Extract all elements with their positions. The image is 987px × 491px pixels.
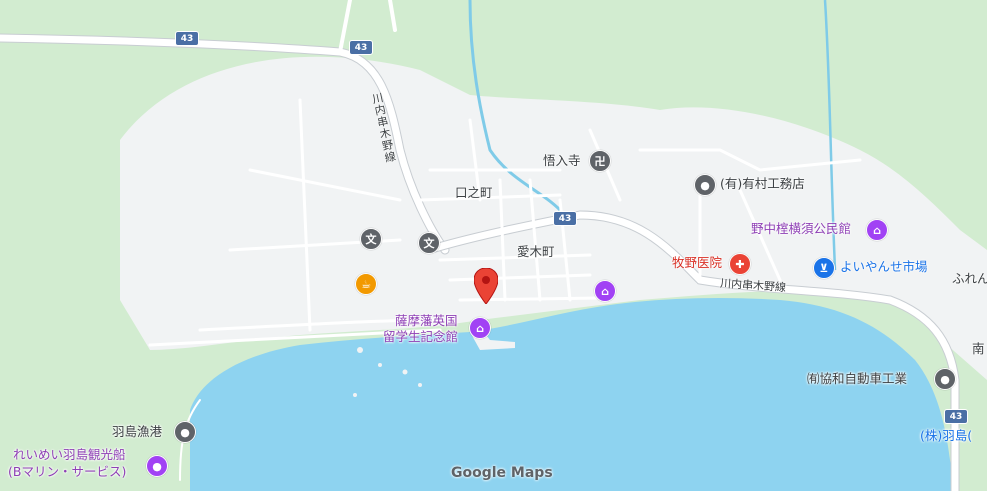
- poi-label-reimei-line1[interactable]: れいめい羽島観光船: [13, 447, 126, 462]
- location-marker-icon[interactable]: [474, 268, 498, 304]
- poi-label-reimei-line2[interactable]: (Bマリン・サービス): [8, 464, 127, 479]
- school-icon[interactable]: 文: [360, 228, 382, 250]
- area-label-kuchinomachi: 口之町: [455, 185, 493, 200]
- poi-label-museum-line1[interactable]: 薩摩藩英国: [395, 313, 458, 328]
- edge-label-fure: ふれん: [952, 271, 987, 286]
- route-43-shield-center: 43: [553, 211, 577, 226]
- place-dot-icon[interactable]: ●: [934, 368, 956, 390]
- cafe-icon[interactable]: ☕: [355, 273, 377, 295]
- shopping-cart-icon[interactable]: ⊻: [813, 257, 835, 279]
- route-43-shield-west: 43: [175, 31, 199, 46]
- manji-icon[interactable]: 卍: [589, 150, 611, 172]
- place-dot-icon[interactable]: ●: [694, 174, 716, 196]
- poi-label-makino-clinic[interactable]: 牧野医院: [672, 255, 723, 270]
- poi-label-kyowa[interactable]: ㈲協和自動車工業: [807, 371, 908, 386]
- poi-label-hashima-co[interactable]: (株)羽島(: [920, 428, 973, 443]
- route-43-shield-north: 43: [349, 40, 373, 55]
- road-network: [0, 0, 960, 491]
- museum-icon[interactable]: ⌂: [594, 280, 616, 302]
- place-dot-icon[interactable]: ●: [174, 421, 196, 443]
- google-maps-logo: Google Maps: [451, 465, 553, 481]
- stream-right: [823, 0, 837, 271]
- poi-label-yoiyanse[interactable]: よいやんせ市場: [840, 259, 928, 274]
- river: [468, 0, 562, 212]
- area-label-aikimachi: 愛木町: [517, 244, 555, 259]
- route-43-shield-east: 43: [944, 409, 968, 424]
- poi-label-goushou-ji[interactable]: 悟入寺: [543, 153, 581, 168]
- museum-icon[interactable]: ⌂: [469, 317, 491, 339]
- hospital-icon[interactable]: ✚: [729, 253, 751, 275]
- edge-label-minami: 南: [972, 341, 985, 356]
- sea: [190, 297, 955, 491]
- poi-label-hashima-port[interactable]: 羽島漁港: [112, 424, 163, 439]
- poi-label-arimura[interactable]: (有)有村工務店: [720, 176, 805, 191]
- community-hall-icon[interactable]: ⌂: [866, 219, 888, 241]
- poi-label-nonaka-hall[interactable]: 野中榁横須公民館: [751, 221, 852, 236]
- school-icon[interactable]: 文: [418, 232, 440, 254]
- poi-label-museum-line2[interactable]: 留学生記念館: [383, 329, 459, 344]
- islets: [353, 347, 422, 397]
- tour-boat-icon[interactable]: ●: [146, 455, 168, 477]
